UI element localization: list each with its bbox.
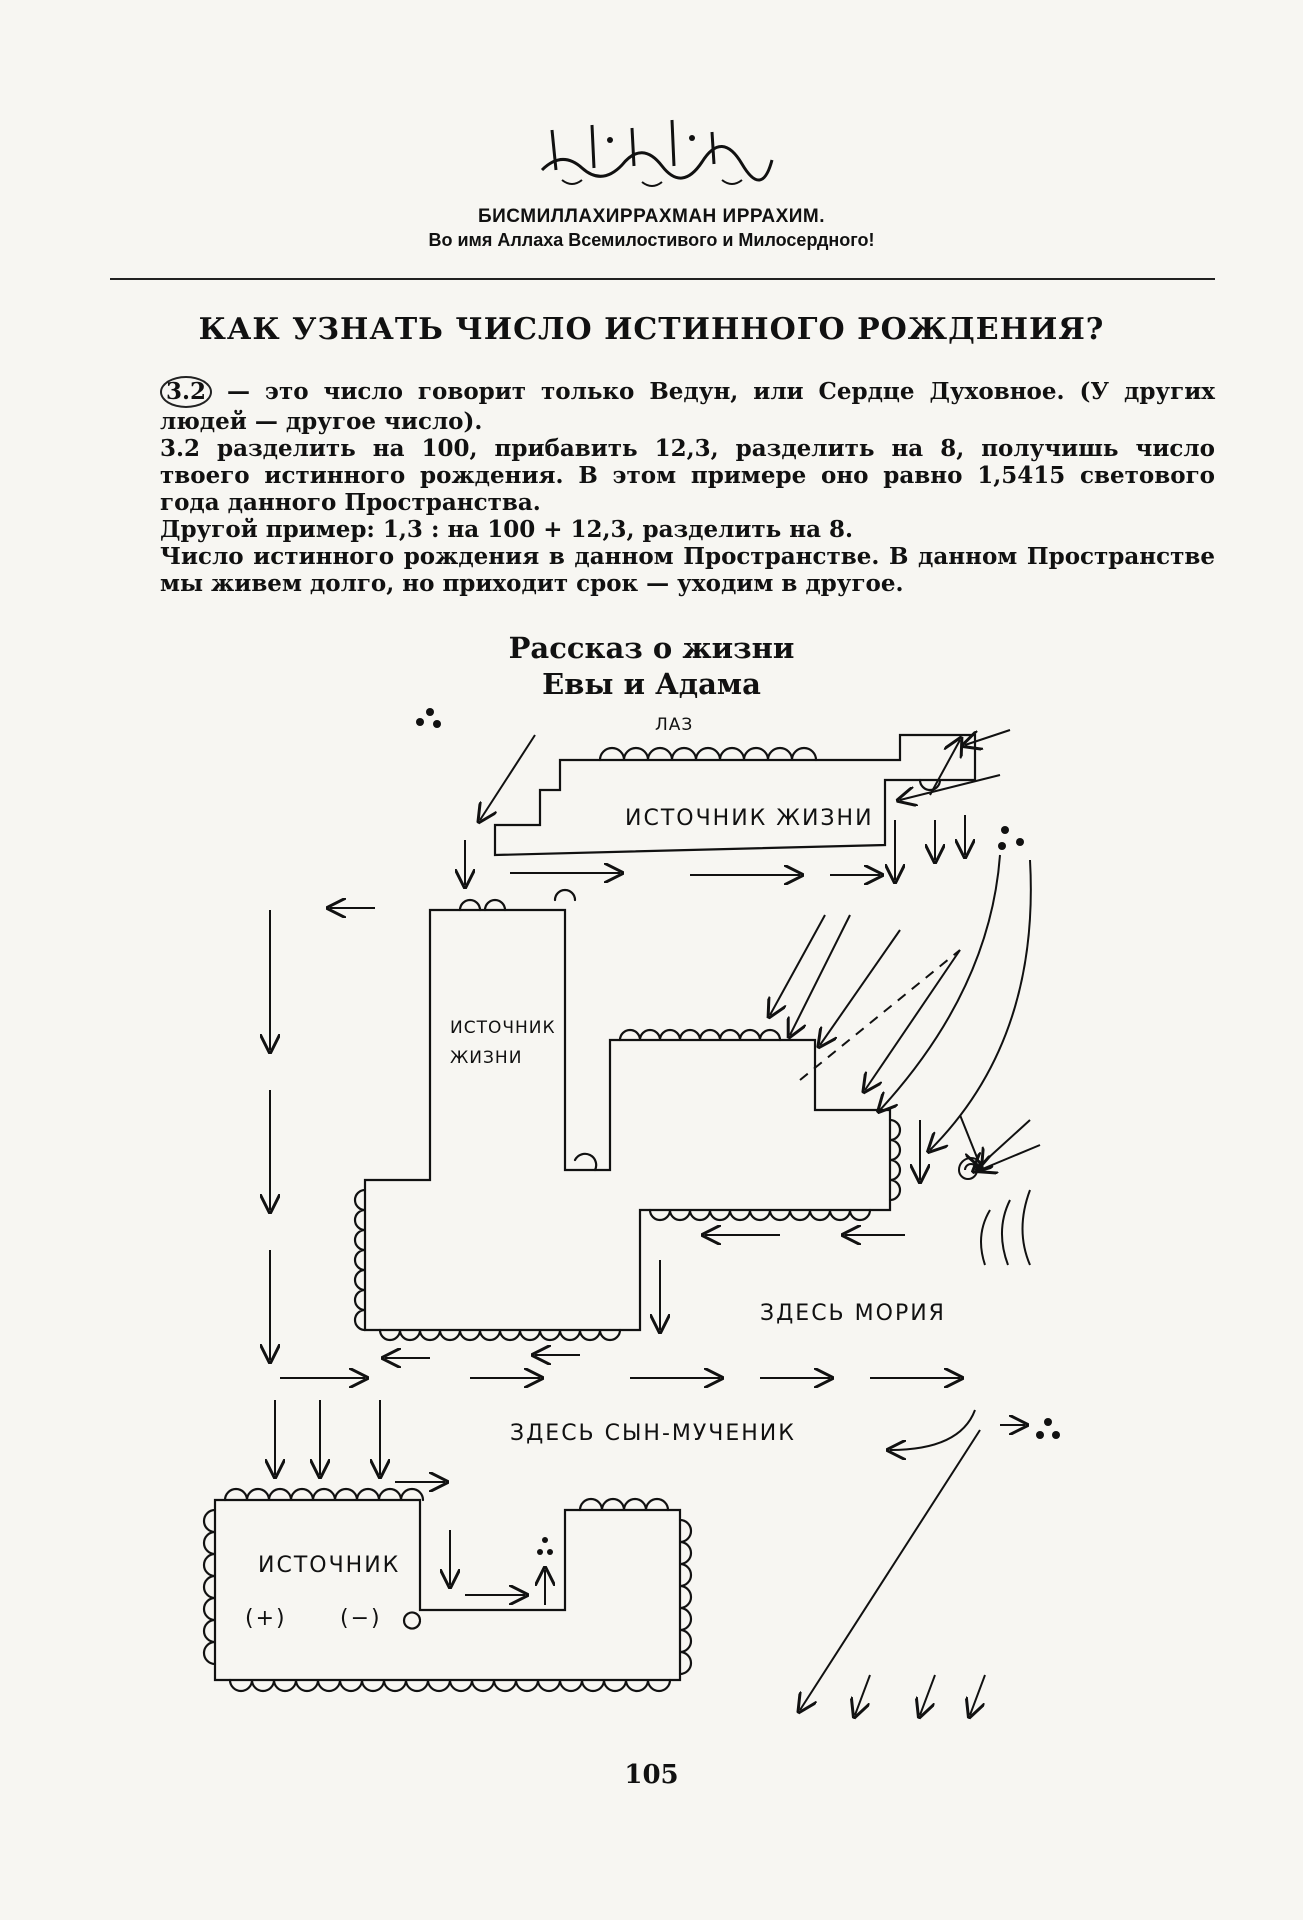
basmala-calligraphy [0,110,1303,190]
calligraphy-image [540,119,773,187]
mid-source-scallops [353,888,902,1342]
circled-number: 3.2 [160,376,213,408]
arrow [930,859,1032,1150]
header-divider [110,278,1215,280]
arrow [970,1674,986,1715]
spiral [957,1157,984,1180]
arrow [790,914,851,1035]
arrow [855,1674,871,1715]
upward-strokes [980,1189,1031,1266]
label-moriya: ЗДЕСЬ МОРИЯ [760,1301,946,1326]
arrow [920,1674,936,1715]
arrow [965,729,1011,745]
body-text: 3.2 — это число говорит только Ведун, ил… [160,376,1215,597]
hand-drawn-diagram: ЛАЗ ИСТОЧНИК ЖИЗНИ ИСТОЧНИК ЖИЗНИ ЗДЕСЬ … [202,708,1060,1740]
paragraph-1-text: — это число говорит только Ведун, или Се… [160,378,1215,435]
arrow [480,734,536,820]
label-laz: ЛАЗ [655,715,693,735]
arrow [865,949,961,1090]
label-son-martyr: ЗДЕСЬ СЫН-МУЧЕНИК [510,1421,796,1446]
label-minus: (−) [340,1606,382,1631]
low-source-scallops [202,1487,693,1693]
low-source-outline [213,1498,682,1682]
arrow [929,740,960,796]
page-header: БИСМИЛЛАХИРРАХМАН ИРРАХИМ. Во имя Аллаха… [0,110,1303,251]
paragraph-2: 3.2 разделить на 100, прибавить 12,3, ра… [160,435,1215,516]
arrow [800,1429,981,1710]
label-plus: (+) [245,1606,287,1631]
paragraph-4: Число истинного рождения в данном Простр… [160,543,1215,597]
top-source-scallops [598,746,942,792]
diagram-title: Рассказ о жизни Евы и Адама [0,630,1303,702]
page-number: 105 [624,1760,679,1790]
arrow [980,1144,1041,1170]
arrow [975,1119,1031,1170]
diagram-title-line-2: Евы и Адама [542,667,761,701]
arrow [770,914,826,1015]
label-source-mid-2: ЖИЗНИ [450,1048,522,1068]
arrow [880,854,1001,1110]
paragraph-1: 3.2 — это число говорит только Ведун, ил… [160,376,1215,435]
paragraph-3: Другой пример: 1,3 : на 100 + 12,3, разд… [160,516,854,543]
arrow [820,929,901,1045]
label-source-top: ИСТОЧНИК ЖИЗНИ [625,806,874,831]
dashed-line [799,949,961,1081]
arrow [890,1409,976,1450]
arrow [900,774,1001,800]
basmala-transliteration: БИСМИЛЛАХИРРАХМАН ИРРАХИМ. [477,206,826,227]
label-source-mid-1: ИСТОЧНИК [450,1018,556,1038]
mid-source-outline [363,908,892,1332]
label-source-low: ИСТОЧНИК [258,1553,400,1578]
top-source-outline [493,733,977,857]
low-source-knob [403,1611,422,1630]
diagram-title-line-1: Рассказ о жизни [508,631,795,665]
section-title: КАК УЗНАТЬ ЧИСЛО ИСТИННОГО РОЖДЕНИЯ? [198,312,1105,347]
basmala-translation: Во имя Аллаха Всемилостивого и Милосердн… [428,230,875,250]
